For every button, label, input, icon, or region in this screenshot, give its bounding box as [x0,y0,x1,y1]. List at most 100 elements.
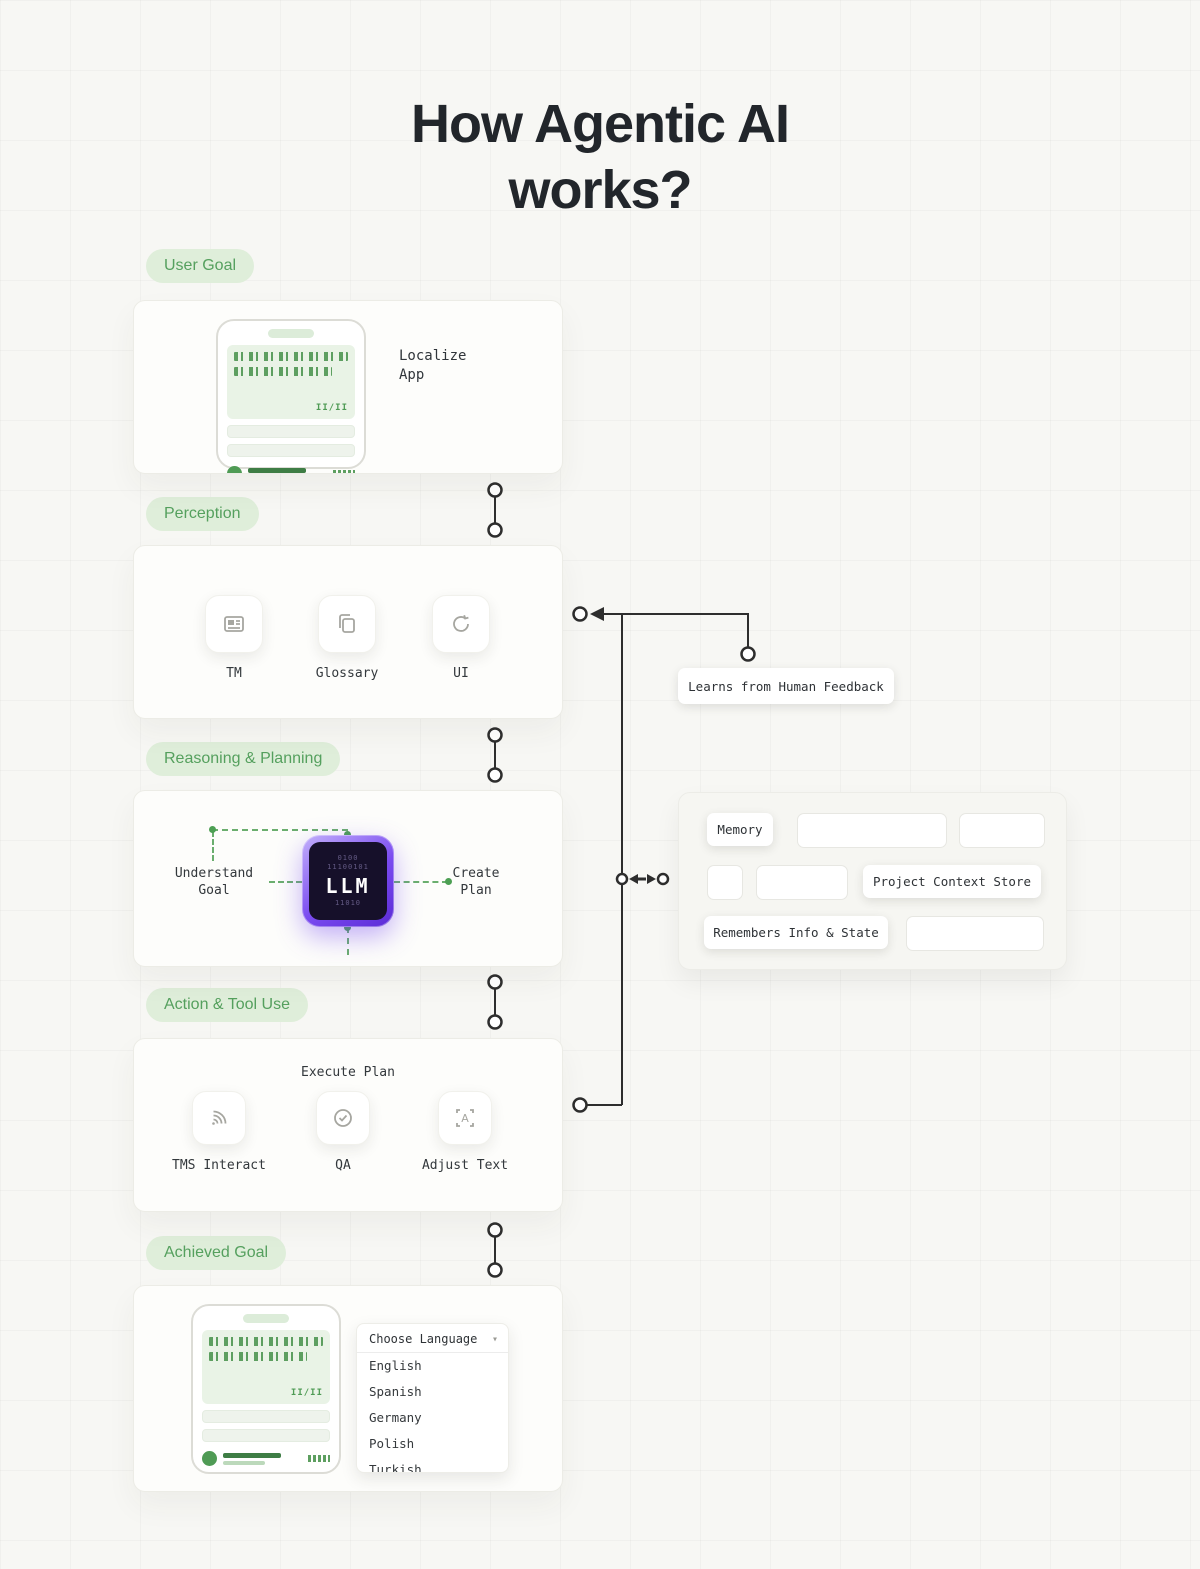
memory-slot [906,916,1044,951]
stage-pill-reasoning: Reasoning & Planning [146,742,341,776]
llm-chip-core: 0100 11100101 LLM 11010 [309,842,387,920]
action-item-label: QA [335,1158,351,1173]
connector-dot [209,826,216,833]
stage-pill-action: Action & Tool Use [146,988,308,1022]
page-title-line2: works? [508,160,692,221]
user-goal-text-line1: Localize [399,348,467,364]
phone-text-lines [248,467,306,474]
arrow-left-icon [590,607,604,621]
chip-bits: 11010 [334,898,362,907]
phone-text-line [223,1452,281,1458]
action-item-tms: TMS Interact [159,1091,279,1173]
phone-notch [268,329,314,338]
phone-stat: II/II [290,1388,323,1398]
chevron-down-icon: ▾ [491,1333,498,1345]
understand-goal-line2: Goal [198,883,230,898]
perception-item-glossary: Glossary [292,595,402,681]
language-dropdown-header[interactable]: Choose Language ▾ [357,1324,508,1352]
memory-label-box: Memory [707,813,773,846]
phone-text-lines [223,1452,281,1465]
phone-row [202,1410,330,1423]
divider [357,1352,508,1353]
phone-dashes [333,470,355,473]
action-item-adjust-text: A Adjust Text [405,1091,525,1173]
signal-icon [212,1110,227,1125]
perception-item-ui: UI [406,595,516,681]
phone-row [202,1429,330,1442]
create-plan-line2: Plan [460,883,492,898]
barcode-row [209,1352,308,1361]
page-title-line1: How Agentic AI [410,94,790,155]
language-option-english[interactable]: English [369,1358,422,1373]
language-option-polish[interactable]: Polish [369,1436,415,1451]
stage-pill-user-goal: User Goal [146,249,255,283]
remembers-info-state-box: Remembers Info & State [704,916,888,949]
perception-item-label: Glossary [315,666,379,681]
adjust-text-tile: A [438,1091,492,1145]
memory-slot [959,813,1045,848]
book-icon [339,614,355,633]
barcode-row [209,1337,323,1346]
ui-tile [432,595,490,653]
phone-row [227,425,355,438]
user-goal-text: Localize App [399,347,466,385]
tms-tile [192,1091,246,1145]
stage-pill-achieved: Achieved Goal [146,1236,287,1270]
feedback-label-box: Learns from Human Feedback [678,668,894,704]
newspaper-icon [224,616,244,632]
understand-goal-line1: Understand [174,866,254,881]
barcode-row [234,367,333,376]
language-dropdown-label: Choose Language [369,1332,478,1346]
action-item-label: TMS Interact [172,1158,266,1173]
language-option-spanish[interactable]: Spanish [369,1384,422,1399]
phone-mockup: II/II [216,319,366,473]
glossary-tile [318,595,376,653]
phone-row [227,444,355,457]
phone-dashes [308,1455,330,1462]
svg-text:A: A [461,1112,469,1125]
qa-tile [316,1091,370,1145]
user-goal-text-line2: App [399,367,425,383]
language-dropdown[interactable]: Choose Language ▾ English Spanish German… [356,1323,509,1473]
phone-footer [202,1451,330,1466]
chip-bits: 0100 [337,854,359,863]
execute-plan-title: Execute Plan [301,1065,395,1080]
dashed-connector [347,927,349,955]
understand-goal-node: Understand Goal [159,865,269,899]
connector-dot [344,924,351,931]
perception-item-label: TM [226,666,242,681]
perception-item-tm: TM [179,595,289,681]
llm-chip: 0100 11100101 LLM 11010 [302,835,394,927]
barcode-row [234,352,348,361]
achieved-goal-card: II/II Choose Language ▾ English Spanish … [133,1285,563,1492]
action-item-label: Adjust Text [421,1158,509,1173]
language-option-germany[interactable]: Germany [369,1410,422,1425]
perception-item-label: UI [453,666,469,681]
perception-card: TM Glossary UI [133,545,563,719]
phone-stat: II/II [315,403,348,413]
connector-dot [344,831,351,838]
phone-screen: II/II [202,1330,330,1404]
chip-bits: 11100101 [327,863,369,872]
memory-slot [707,865,743,900]
phone-text-line [248,467,306,473]
project-context-store-box: Project Context Store [863,865,1041,898]
phone-screen: II/II [227,345,355,419]
arrow-left-icon [629,874,638,884]
user-goal-card: II/II Localize App [133,300,563,474]
memory-slot [756,865,848,900]
action-item-qa: QA [283,1091,403,1173]
tm-tile [205,595,263,653]
stage-pill-perception: Perception [146,497,259,531]
action-card: Execute Plan TMS Interact QA [133,1038,563,1212]
phone-notch [243,1314,289,1323]
reasoning-card: Understand Goal 0100 11100101 LLM 11010 … [133,790,563,967]
language-option-turkish[interactable]: Turkish [369,1462,422,1473]
phone-footer [227,466,355,474]
create-plan-line1: Create [452,866,500,881]
dashed-connector [269,881,302,883]
arrow-right-icon [647,874,656,884]
dashed-connector [212,831,214,861]
dashed-connector [394,881,448,883]
